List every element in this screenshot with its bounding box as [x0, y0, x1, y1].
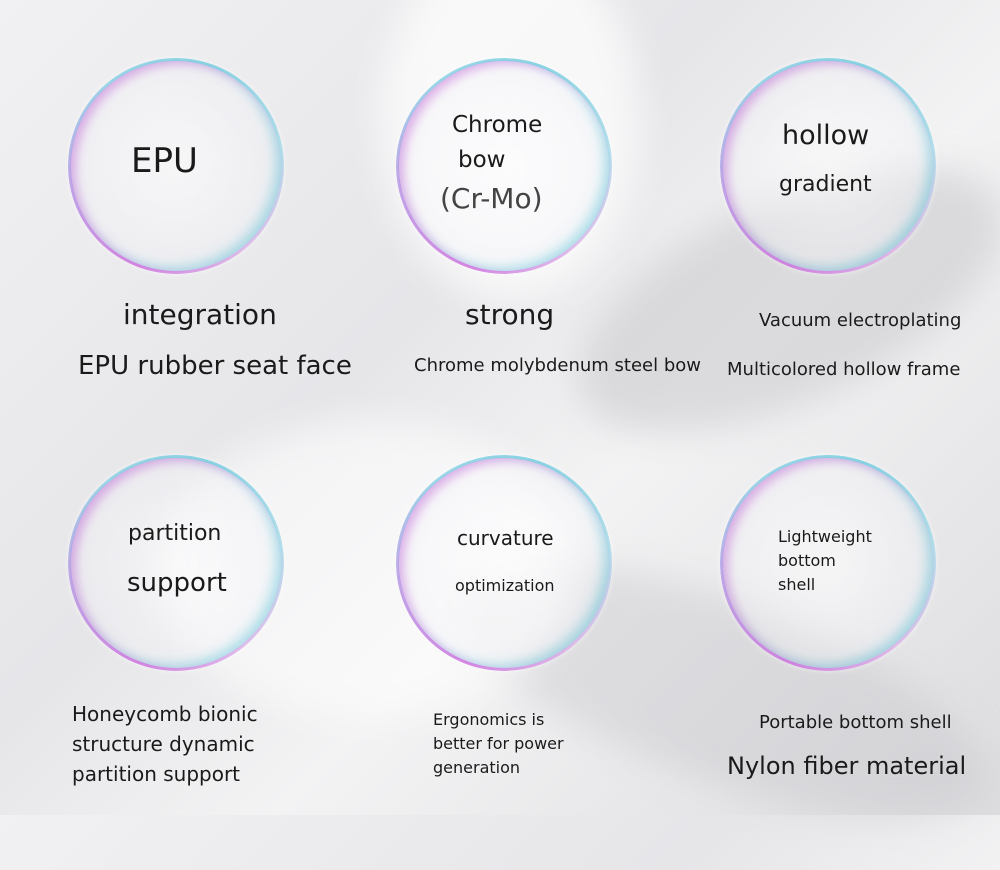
feature-caption-ergonomics-2: better for power: [433, 734, 564, 753]
feature-bubble-chrome-bow: [396, 58, 612, 274]
feature-bubble-epu: [68, 58, 284, 274]
bubble-text-shell: shell: [778, 575, 816, 594]
bubble-text-bottom: bottom: [778, 551, 836, 570]
feature-heading-integration: integration: [123, 298, 277, 331]
bubble-text-support: support: [127, 568, 227, 598]
bubble-text-partition: partition: [128, 521, 222, 546]
feature-bubble-curvature: [396, 455, 612, 671]
bubble-text-cr-mo: (Cr-Mo): [440, 182, 543, 215]
feature-caption-epu: EPU rubber seat face: [78, 351, 352, 381]
feature-heading-strong: strong: [465, 298, 555, 331]
bubble-text-gradient: gradient: [779, 172, 872, 197]
bubble-text-curvature: curvature: [457, 526, 554, 550]
bubble-text-lightweight: Lightweight: [778, 527, 872, 546]
feature-caption-nylon-fiber: Nylon fiber material: [727, 752, 967, 780]
feature-caption-chrome-bow: Chrome molybdenum steel bow: [414, 355, 701, 376]
feature-heading-vacuum: Vacuum electroplating: [759, 310, 962, 331]
feature-bubble-hollow-gradient: [720, 58, 936, 274]
feature-bubble-partition-support: [68, 455, 284, 671]
feature-caption-hollow-frame: Multicolored hollow frame: [727, 359, 961, 380]
feature-caption-honeycomb-2: structure dynamic: [72, 732, 255, 756]
bubble-text-chrome: Chrome: [452, 112, 543, 138]
bubble-text-bow: bow: [458, 147, 506, 173]
feature-bubble-lightweight-shell: [720, 455, 936, 671]
feature-caption-ergonomics-3: generation: [433, 758, 521, 777]
feature-caption-honeycomb-1: Honeycomb bionic: [72, 702, 258, 726]
bubble-text-optimization: optimization: [455, 576, 555, 595]
bubble-text-epu: EPU: [131, 141, 198, 181]
feature-caption-ergonomics-1: Ergonomics is: [433, 710, 545, 729]
feature-caption-honeycomb-3: partition support: [72, 762, 241, 786]
bubble-text-hollow: hollow: [782, 120, 870, 151]
feature-caption-portable-shell: Portable bottom shell: [759, 712, 952, 733]
